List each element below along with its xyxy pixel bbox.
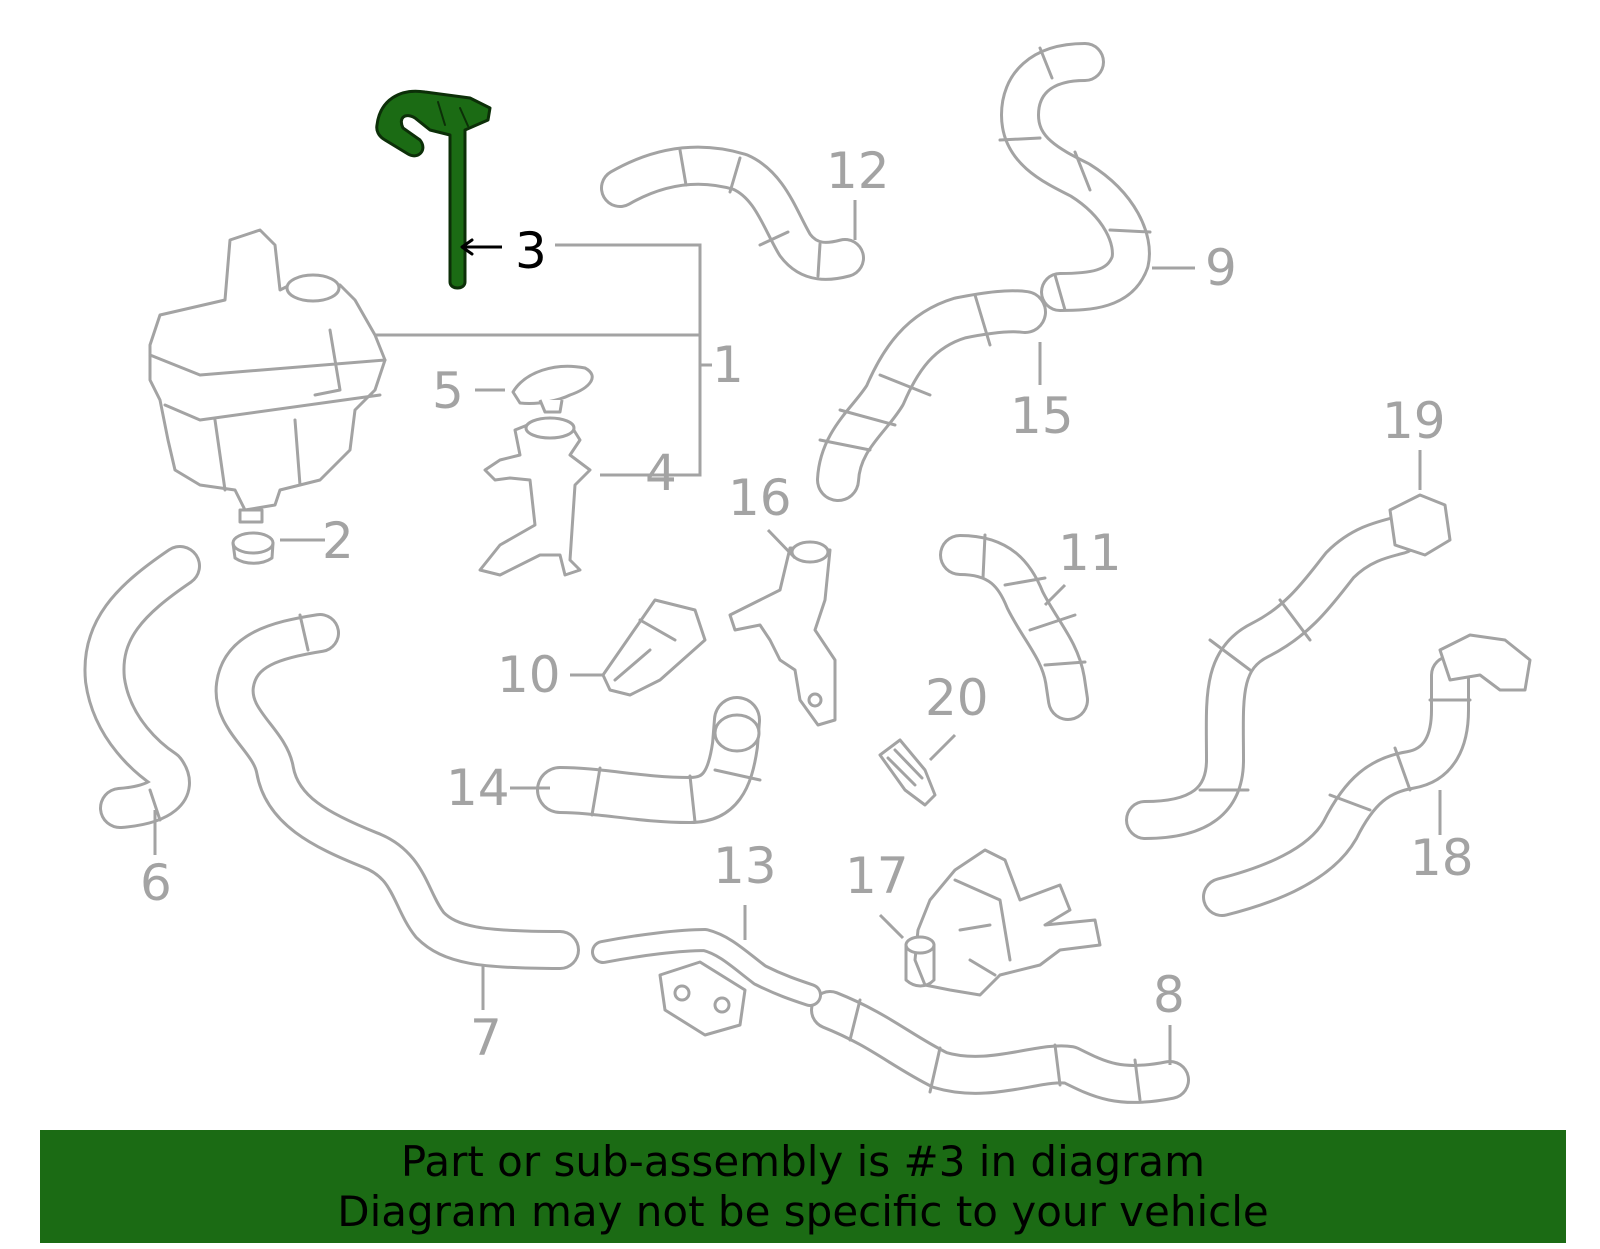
callout-8: 8 — [1153, 966, 1185, 1024]
callout-16: 16 — [728, 469, 792, 527]
callout-7: 7 — [470, 1009, 502, 1067]
tee-10[interactable] — [601, 598, 707, 697]
grommet-2[interactable] — [231, 531, 275, 565]
callout-6: 6 — [140, 854, 172, 912]
banner-line-part-number: Part or sub-assembly is #3 in diagram — [400, 1136, 1206, 1186]
hose-19[interactable] — [1125, 493, 1452, 840]
callout-17: 17 — [845, 847, 909, 905]
callout-11: 11 — [1058, 524, 1122, 582]
callout-13: 13 — [713, 837, 777, 895]
hose-8[interactable] — [810, 990, 1190, 1105]
hose-6[interactable] — [83, 545, 201, 829]
hose-9[interactable] — [998, 42, 1152, 312]
hose-12[interactable] — [600, 145, 865, 281]
callout-labels: 12 9 3 1 15 5 4 19 16 2 11 10 20 14 18 1… — [140, 142, 1474, 1067]
banner-line-disclaimer: Diagram may not be specific to your vehi… — [337, 1186, 1269, 1236]
cap-5[interactable] — [511, 364, 594, 414]
callout-15: 15 — [1010, 387, 1074, 445]
hose-15[interactable] — [816, 289, 1047, 502]
callout-14: 14 — [446, 759, 510, 817]
callout-19: 19 — [1382, 392, 1446, 450]
leader-11 — [1043, 583, 1067, 607]
reservoir-tank[interactable] — [148, 228, 387, 524]
housing-17[interactable] — [904, 848, 1102, 997]
hose-11[interactable] — [939, 533, 1089, 721]
callout-9: 9 — [1205, 239, 1237, 297]
hose-7[interactable] — [214, 613, 580, 970]
leader-16 — [766, 528, 797, 560]
callout-1: 1 — [712, 336, 744, 394]
exploded-parts-diagram: 12 9 3 1 15 5 4 19 16 2 11 10 20 14 18 1… — [83, 42, 1532, 1105]
callout-2: 2 — [322, 512, 354, 570]
hose-18[interactable] — [1202, 633, 1532, 917]
filler-neck-4[interactable] — [478, 416, 592, 577]
callout-5: 5 — [432, 362, 464, 420]
hose-14[interactable] — [536, 696, 762, 824]
leader-1-bracket — [375, 243, 712, 477]
callout-12: 12 — [826, 142, 890, 200]
callout-10: 10 — [497, 646, 561, 704]
leader-17 — [878, 913, 905, 940]
callout-4: 4 — [645, 444, 677, 502]
leader-20 — [928, 733, 957, 762]
part-3-hose-highlighted[interactable] — [375, 89, 492, 290]
info-banner: Part or sub-assembly is #3 in diagram Di… — [40, 1130, 1566, 1243]
callout-18: 18 — [1410, 829, 1474, 887]
callout-20: 20 — [925, 669, 989, 727]
sensor-20[interactable] — [878, 738, 937, 807]
fitting-16[interactable] — [728, 540, 837, 727]
leader-lines — [153, 200, 1442, 1065]
callout-3: 3 — [515, 222, 547, 280]
hose-13[interactable] — [591, 928, 822, 1037]
